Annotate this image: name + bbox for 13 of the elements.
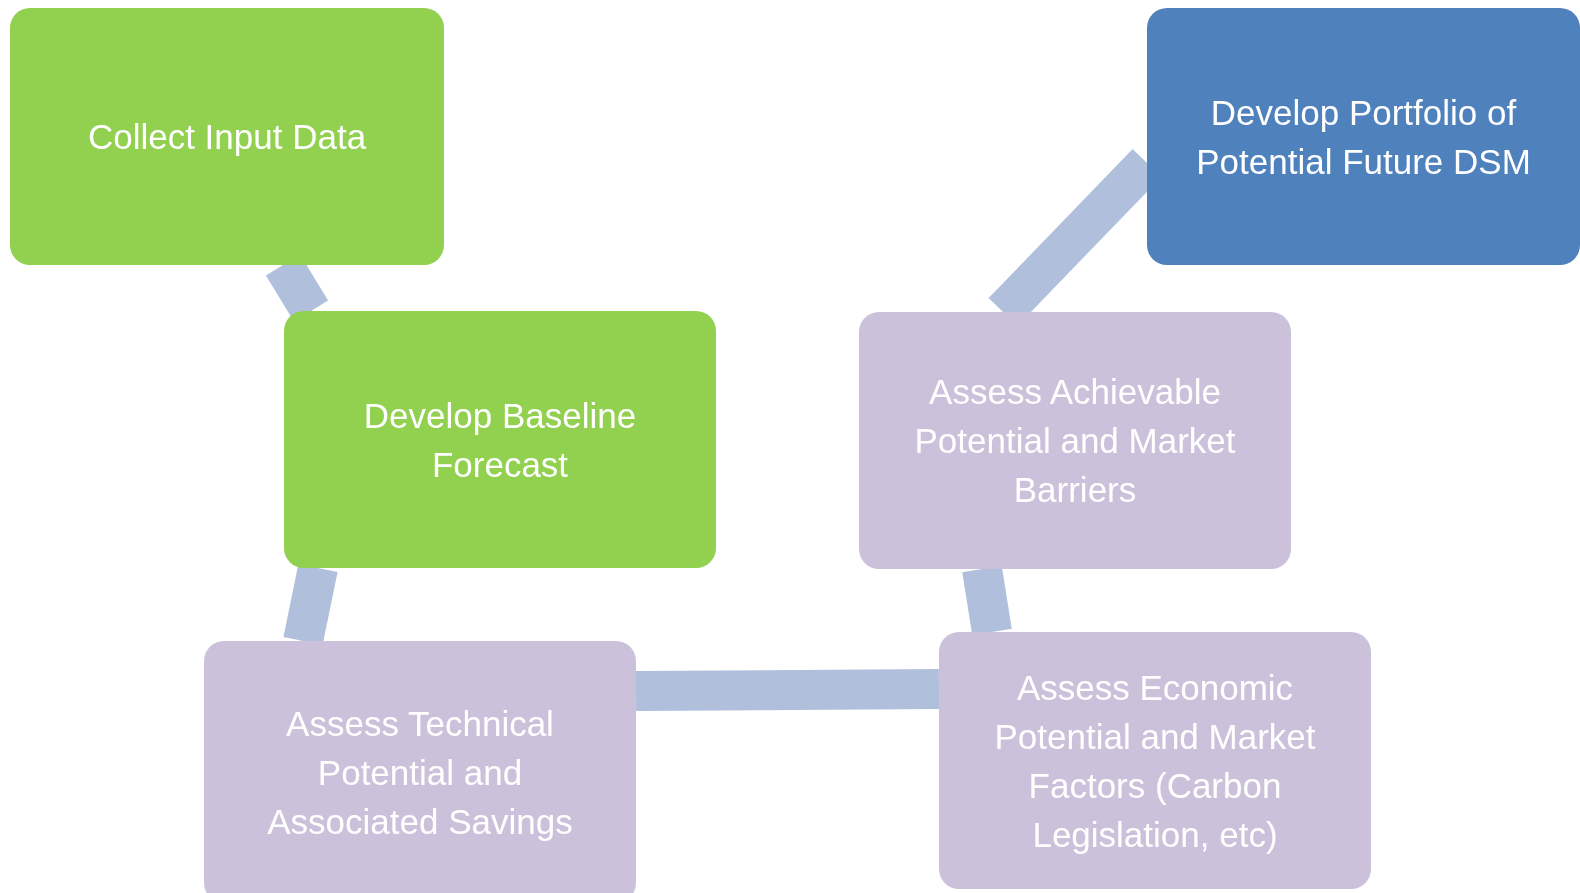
process-box xyxy=(939,632,1371,889)
process-box xyxy=(859,312,1291,569)
step-label: Develop Portfolio of Potential Future DSM xyxy=(1195,91,1532,183)
step-label: Assess Achievable Potential and Market Barriers xyxy=(913,371,1237,511)
process-box xyxy=(10,8,444,265)
step-label: Develop Baseline Forecast xyxy=(362,394,638,486)
connector xyxy=(635,669,940,711)
step-label: Collect Input Data xyxy=(87,116,367,158)
process-box xyxy=(1147,8,1580,265)
step-label: Assess Economic Potential and Market Factors (Carbon Legislation, etc) xyxy=(993,666,1317,856)
step-label: Assess Technical Potential and Associated Savings xyxy=(266,702,574,843)
process-box xyxy=(284,311,716,568)
process-box xyxy=(204,641,636,893)
